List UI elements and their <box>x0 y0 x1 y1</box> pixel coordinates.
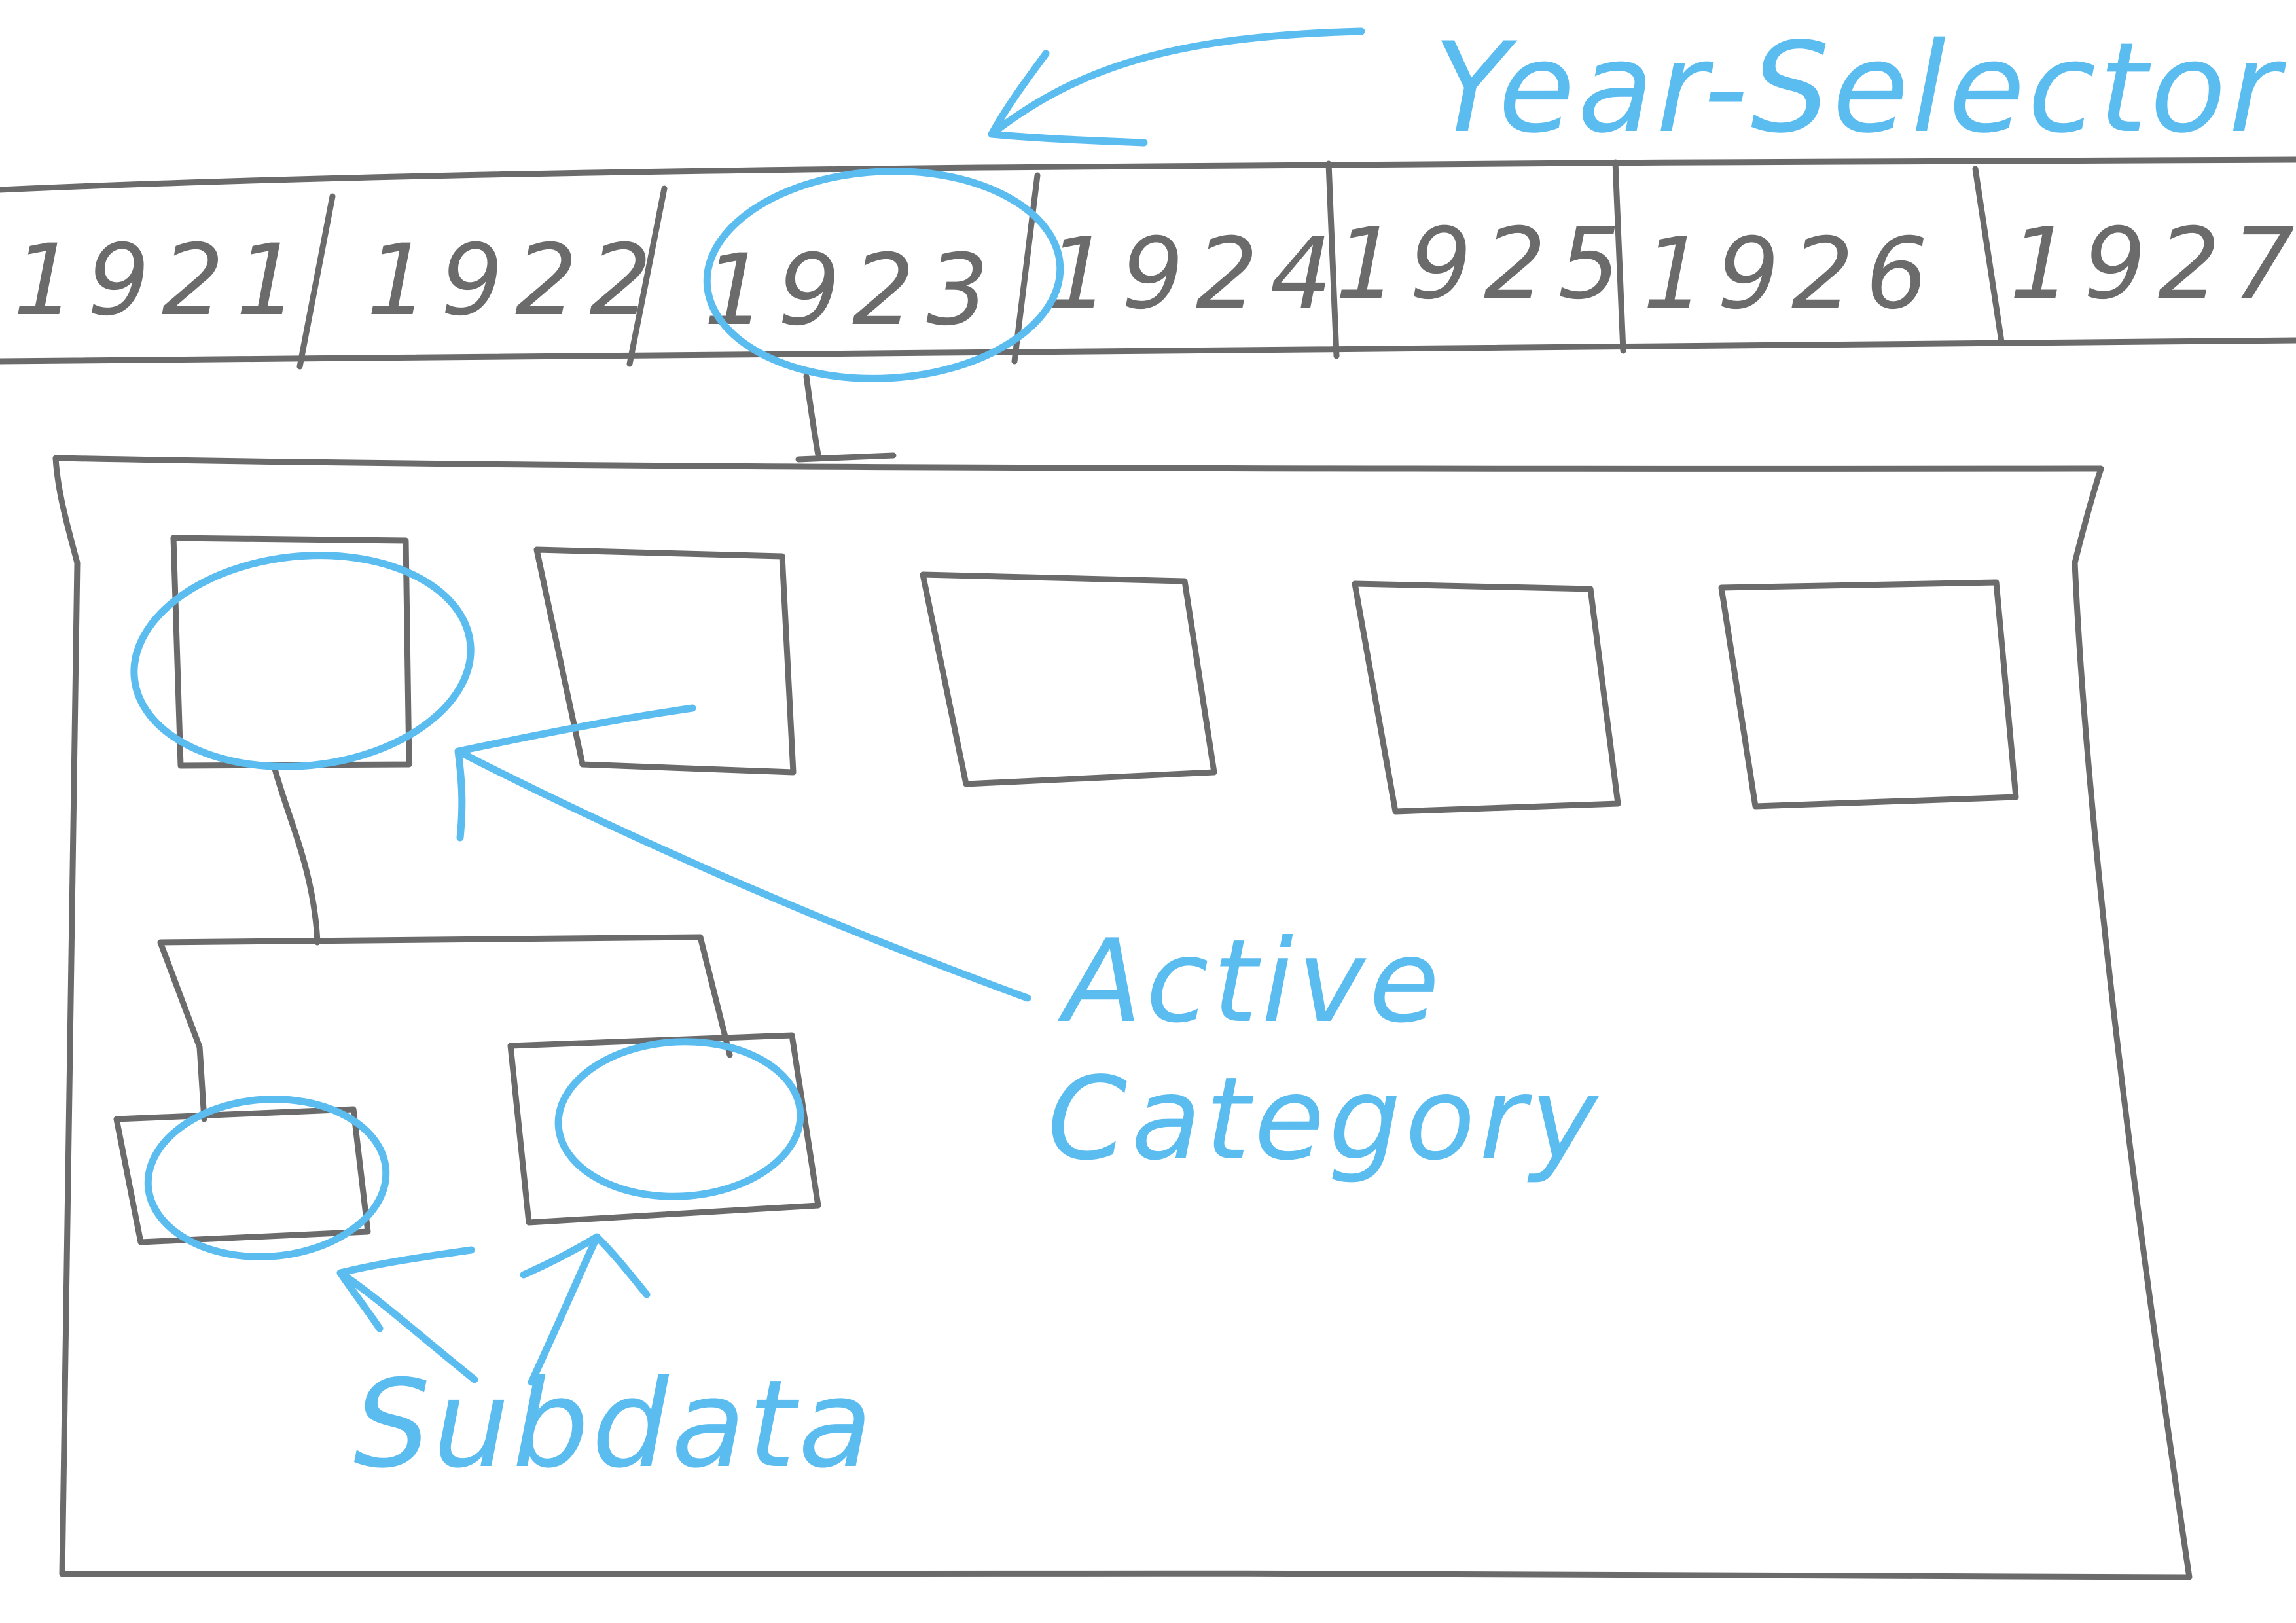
year-selector-bar: 1921 1922 1923 1924 1925 1926 1927 <box>0 156 2296 370</box>
category-box-1[interactable] <box>170 535 412 769</box>
year-to-panel-connector <box>795 373 897 463</box>
year-divider <box>1972 166 2005 345</box>
year-label: 1925 <box>1335 207 1632 321</box>
year-cell-1923[interactable]: 1923 <box>704 234 1001 348</box>
category-box-5[interactable] <box>1718 579 2019 810</box>
category-to-subgroup-connector <box>272 766 321 946</box>
year-bar-top-edge <box>0 156 2296 193</box>
year-divider <box>296 193 336 370</box>
year-cell-1922[interactable]: 1922 <box>367 224 664 338</box>
subdata-label: Subdata <box>353 1353 875 1495</box>
year-label: 1923 <box>704 234 1001 348</box>
year-label: 1924 <box>1047 217 1344 331</box>
year-cell-1924[interactable]: 1924 <box>1047 217 1344 331</box>
active-category-label-line1: Active <box>1057 916 1443 1048</box>
year-selector-annotation: Year-Selector <box>703 16 2286 382</box>
year-cell-1921[interactable]: 1921 <box>13 224 310 338</box>
year-divider <box>1325 160 1340 359</box>
year-label: 1921 <box>13 224 310 338</box>
category-box-3[interactable] <box>920 571 1217 787</box>
subdata-highlight-1 <box>144 1096 390 1260</box>
active-category-highlight <box>130 552 475 770</box>
selected-year-highlight <box>703 168 1064 382</box>
year-selector-arrow <box>988 27 1365 147</box>
content-panel-frame <box>52 455 2193 1580</box>
category-box-4[interactable] <box>1352 580 1621 815</box>
subdata-box-1[interactable] <box>113 1106 371 1245</box>
subdata-group-bracket <box>157 934 733 1122</box>
subdata-arrow-right <box>520 1233 651 1386</box>
subdata-highlight-2 <box>554 1038 804 1200</box>
year-label: 1926 <box>1643 217 1940 331</box>
year-cell-1925[interactable]: 1925 <box>1335 207 1632 321</box>
subdata-arrow-left <box>336 1246 478 1383</box>
active-category-label-line2: Category <box>1047 1053 1602 1186</box>
active-category-annotation: Active Category <box>130 552 1602 1186</box>
year-divider <box>1011 172 1041 365</box>
year-selector-label: Year-Selector <box>1433 16 2286 160</box>
category-box-2[interactable] <box>533 546 797 776</box>
year-cell-1926[interactable]: 1926 <box>1643 217 1940 331</box>
year-label: 1927 <box>2009 207 2296 321</box>
subdata-annotation: Subdata <box>144 1038 875 1495</box>
year-label: 1922 <box>367 224 664 338</box>
year-divider <box>1612 159 1626 354</box>
year-divider <box>626 185 668 367</box>
year-cell-1927[interactable]: 1927 <box>2009 207 2296 321</box>
active-category-arrow <box>454 704 1031 1002</box>
year-bar-bottom-edge <box>0 337 2296 365</box>
